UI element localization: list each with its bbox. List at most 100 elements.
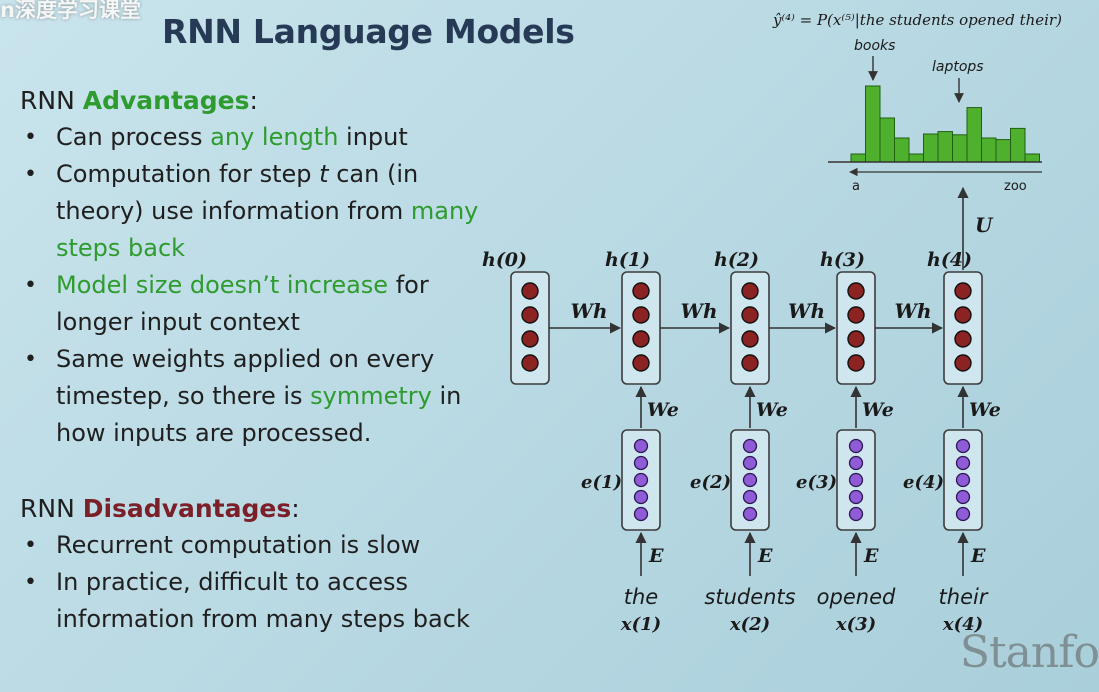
- histogram-bar: [923, 133, 939, 163]
- disadvantage-item: Recurrent computation is slow: [20, 527, 480, 564]
- vocab-axis-end: zoo: [1004, 179, 1027, 194]
- embedding-unit-dot: [742, 455, 758, 471]
- hidden-unit-dot: [741, 306, 759, 324]
- input-vector-label: x(1): [620, 614, 661, 635]
- embedding-unit-dot: [848, 489, 864, 505]
- histogram-bar: [908, 153, 924, 163]
- histogram-bar: [1024, 153, 1040, 163]
- embedding-unit-dot: [633, 506, 649, 522]
- advantage-item: Computation for step t can (in theory) u…: [20, 156, 480, 267]
- advantage-highlight: any length: [210, 123, 339, 151]
- advantages-list: Can process any length input Computation…: [20, 119, 480, 452]
- embedding-unit-dot: [955, 455, 971, 471]
- embedding-unit-dot: [742, 438, 758, 454]
- embedding-unit-dot: [848, 438, 864, 454]
- vocab-axis-start: a: [852, 179, 860, 194]
- recurrent-weight-label: Wh: [681, 299, 718, 323]
- hidden-unit-dot: [521, 282, 539, 300]
- hidden-unit-dot: [741, 354, 759, 372]
- embedding-unit-dot: [955, 489, 971, 505]
- histogram-bar: [1010, 127, 1026, 163]
- embedding-unit-dot: [955, 506, 971, 522]
- input-vector-label: x(3): [835, 614, 876, 635]
- advantages-prefix: RNN: [20, 86, 83, 115]
- hidden-unit-dot: [847, 282, 865, 300]
- slide-title: RNN Language Models: [162, 12, 575, 51]
- embedding-unit-dot: [955, 438, 971, 454]
- hidden-unit-dot: [521, 354, 539, 372]
- hidden-state-box: [943, 271, 983, 385]
- advantage-text: can (in theory) use information from: [56, 160, 419, 225]
- hidden-state-label: h(1): [605, 249, 650, 271]
- hidden-state-label: h(3): [820, 249, 865, 271]
- hidden-unit-dot: [521, 330, 539, 348]
- histogram-bar: [952, 134, 968, 163]
- embedding-unit-dot: [848, 472, 864, 488]
- histogram-bar: [865, 85, 881, 163]
- histogram-bar: [937, 131, 953, 163]
- advantage-item: Can process any length input: [20, 119, 480, 156]
- recurrent-weight-label: Wh: [788, 299, 825, 323]
- hidden-state-label: h(2): [714, 249, 759, 271]
- institution-mark: Stanfo: [959, 627, 1099, 678]
- disadvantages-list: Recurrent computation is slow In practic…: [20, 527, 480, 638]
- advantage-item: Model size doesn’t increase for longer i…: [20, 267, 480, 341]
- histogram-annotation-books: books: [854, 38, 895, 54]
- embed-weight-label: We: [862, 399, 894, 421]
- histogram-bar: [966, 107, 982, 163]
- advantage-text: for longer input context: [56, 271, 429, 336]
- slide-text-column: RNN Advantages: Can process any length i…: [20, 86, 480, 638]
- histogram-bar: [850, 153, 866, 163]
- input-word: the: [624, 585, 658, 609]
- hidden-unit-dot: [632, 330, 650, 348]
- embedding-unit-dot: [633, 455, 649, 471]
- disadvantages-heading: RNN Disadvantages:: [20, 494, 480, 523]
- embedding-unit-dot: [742, 489, 758, 505]
- hidden-unit-dot: [741, 330, 759, 348]
- hidden-unit-dot: [521, 306, 539, 324]
- embedding-unit-dot: [633, 489, 649, 505]
- disadvantages-prefix: RNN: [20, 494, 83, 523]
- disadvantage-item: In practice, difficult to access informa…: [20, 564, 480, 638]
- embed-weight-label: We: [969, 399, 1001, 421]
- hidden-unit-dot: [847, 354, 865, 372]
- output-formula: ŷ⁽⁴⁾ = P(x⁽⁵⁾|the students opened their): [772, 11, 1062, 29]
- output-weight-label: U: [975, 213, 994, 237]
- embed-weight-label: We: [756, 399, 788, 421]
- histogram-bar: [879, 117, 895, 163]
- advantage-text: in how inputs are processed.: [56, 382, 462, 447]
- histogram-bar: [995, 139, 1011, 163]
- embedding-unit-dot: [848, 506, 864, 522]
- hidden-unit-dot: [954, 330, 972, 348]
- advantage-text: input: [338, 123, 408, 151]
- input-vector-label: x(4): [942, 614, 983, 635]
- advantages-suffix: :: [249, 86, 258, 115]
- histogram-bar: [894, 137, 910, 163]
- input-weight-label: E: [648, 545, 664, 567]
- hidden-unit-dot: [954, 354, 972, 372]
- embedding-unit-dot: [633, 472, 649, 488]
- advantage-text: Same weights applied on every timestep, …: [56, 345, 435, 410]
- hidden-unit-dot: [632, 306, 650, 324]
- hidden-state-label: h(0): [482, 249, 527, 271]
- embedding-unit-dot: [633, 438, 649, 454]
- hidden-unit-dot: [954, 282, 972, 300]
- hidden-unit-dot: [741, 282, 759, 300]
- embedding-unit-dot: [955, 472, 971, 488]
- advantage-highlight: many steps back: [56, 197, 479, 262]
- histogram-annotation-laptops: laptops: [932, 59, 984, 75]
- hidden-unit-dot: [632, 354, 650, 372]
- input-word: their: [939, 585, 989, 609]
- embedding-unit-dot: [742, 506, 758, 522]
- advantage-item: Same weights applied on every timestep, …: [20, 341, 480, 452]
- hidden-state-label: h(4): [927, 249, 972, 271]
- advantage-variable: t: [319, 160, 329, 188]
- disadvantages-label: Disadvantages: [82, 494, 292, 523]
- hidden-unit-dot: [954, 306, 972, 324]
- input-weight-label: E: [970, 545, 986, 567]
- embedding-label: e(2): [690, 472, 731, 493]
- recurrent-weight-label: Wh: [571, 299, 608, 323]
- advantages-heading: RNN Advantages:: [20, 86, 480, 115]
- input-word: students: [704, 585, 795, 609]
